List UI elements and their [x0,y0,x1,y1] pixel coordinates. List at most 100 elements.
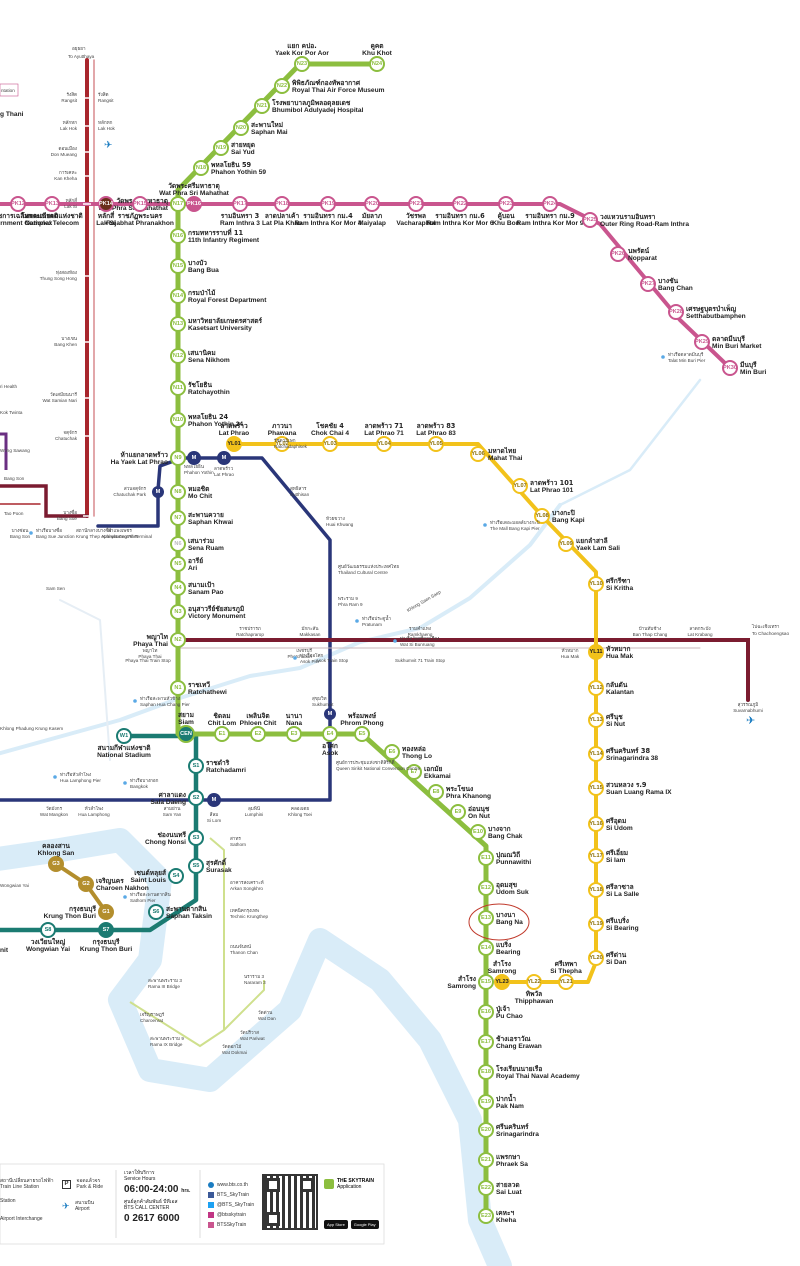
station-marker[interactable] [526,974,542,990]
station-marker[interactable] [588,950,604,966]
station-marker[interactable] [640,276,656,292]
station-marker[interactable] [254,98,270,114]
station-marker[interactable] [406,764,422,780]
station-marker[interactable] [40,922,56,938]
station-marker[interactable] [48,856,64,872]
pier-7[interactable]: ท่าเรือเดอะมอลล์บางกะปิThe Mall Bang Kap… [483,519,540,531]
qr-code-icon[interactable] [262,1174,318,1230]
station-marker[interactable] [98,922,114,938]
station-marker[interactable] [188,758,204,774]
station-marker[interactable] [694,334,710,350]
station-marker[interactable] [450,804,466,820]
station-marker[interactable] [478,1152,494,1168]
station-marker[interactable] [478,1094,494,1110]
station-marker[interactable] [478,850,494,866]
station-marker[interactable] [170,288,186,304]
station-marker[interactable] [588,746,604,762]
station-marker[interactable] [478,1034,494,1050]
twitter-link[interactable]: @BTS_SkyTrain [208,1200,254,1210]
station-marker[interactable] [428,784,444,800]
station-marker[interactable] [408,196,424,212]
station-marker[interactable] [588,576,604,592]
station-marker[interactable] [170,228,186,244]
station-marker[interactable] [148,904,164,920]
arl-station-8[interactable]: สุวรรณภูมิSuvarnabhumi [733,702,763,713]
station-marker[interactable] [188,858,204,874]
station-marker[interactable] [193,160,209,176]
station-marker[interactable] [170,556,186,572]
station-marker[interactable] [470,824,486,840]
station-marker[interactable] [478,1180,494,1196]
station-marker[interactable] [213,140,229,156]
station-marker[interactable] [170,604,186,620]
station-marker[interactable] [494,974,510,990]
facebook-link[interactable]: BTS_SkyTrain [208,1190,254,1200]
station-marker[interactable] [170,380,186,396]
station-marker[interactable] [588,916,604,932]
station-marker[interactable] [478,940,494,956]
station-marker[interactable] [588,848,604,864]
station-marker[interactable] [233,120,249,136]
station-marker[interactable] [478,880,494,896]
station-s3[interactable]: S3ช่องนนทรีChong Nonsi [145,830,204,846]
red-station-5[interactable]: หลักสี่Lak Si [64,197,91,209]
station-marker[interactable] [170,680,186,696]
station-marker[interactable] [582,212,598,228]
station-marker[interactable] [186,196,202,212]
pier-9[interactable]: ท่าเรือตลาดมีนบุรีTalat Min Buri Pier [661,351,706,363]
station-marker[interactable] [478,1208,494,1224]
station-marker[interactable] [478,974,494,990]
line-link[interactable]: BTSSkyTrain [208,1220,254,1230]
station-marker[interactable] [452,196,468,212]
gondola-station-10[interactable]: เจริญราษฎร์Charoenrat [140,1011,165,1023]
